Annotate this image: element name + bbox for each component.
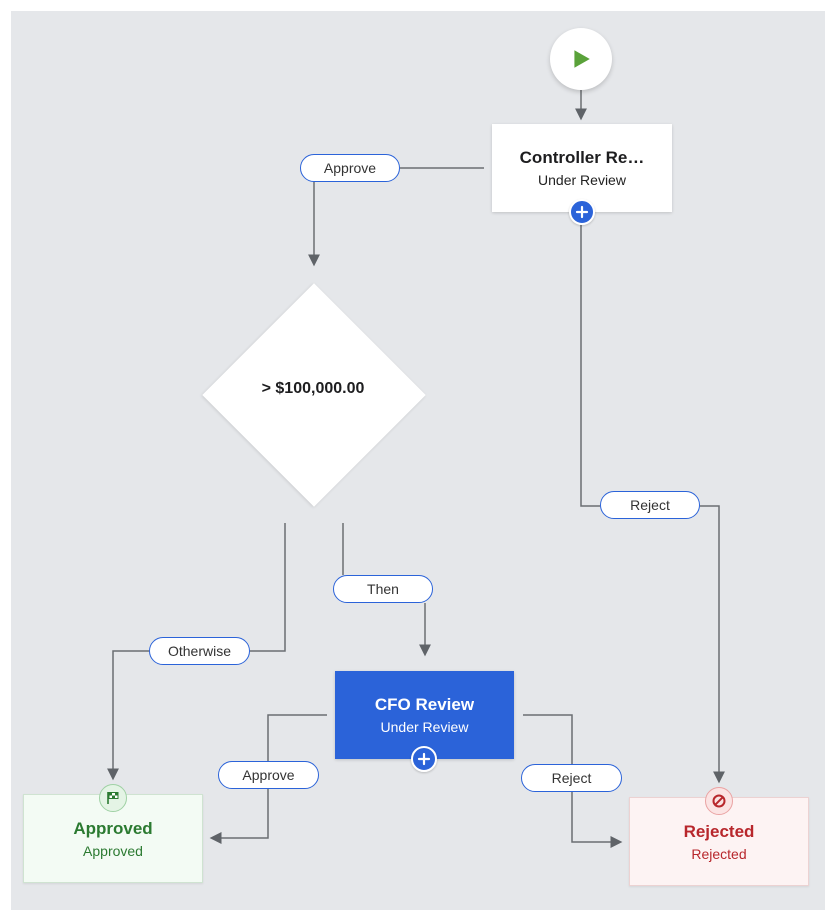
edge-label-cfo-reject[interactable]: Reject <box>521 764 622 792</box>
approved-badge <box>99 784 127 812</box>
step-title: CFO Review <box>374 695 475 714</box>
add-step-button[interactable] <box>411 746 437 772</box>
end-status: Rejected <box>691 845 747 862</box>
connector-controller-reject <box>580 225 600 507</box>
edge-label-decision-then[interactable]: Then <box>333 575 433 603</box>
edge-label-decision-otherwise[interactable]: Otherwise <box>149 637 250 665</box>
connector-reject-to-rejected <box>700 505 725 784</box>
connector-cfo-approve <box>267 714 327 761</box>
finish-flag-icon <box>107 792 119 804</box>
connector-approve-to-approved <box>209 789 269 844</box>
connector-otherwise-to-approved <box>107 650 149 781</box>
cfo-review-step[interactable]: CFO Review Under Review <box>335 671 514 759</box>
step-title: Controller Re… <box>519 148 645 167</box>
start-node[interactable] <box>550 28 612 90</box>
play-icon <box>574 50 590 68</box>
end-title: Approved <box>73 818 153 838</box>
connector-reject-to-rejected-2 <box>571 792 623 848</box>
connector-decision-otherwise <box>250 523 286 652</box>
plus-icon <box>417 752 431 766</box>
controller-review-step[interactable]: Controller Re… Under Review <box>492 124 672 212</box>
step-status: Under Review <box>380 719 469 735</box>
end-title: Rejected <box>683 821 755 841</box>
edge-label-controller-approve[interactable]: Approve <box>300 154 400 182</box>
edge-label-cfo-approve[interactable]: Approve <box>218 761 319 789</box>
add-step-button[interactable] <box>569 199 595 225</box>
rejected-badge <box>705 787 733 815</box>
edge-label-controller-reject[interactable]: Reject <box>600 491 700 519</box>
end-status: Approved <box>83 842 143 859</box>
decision-condition: > $100,000.00 <box>261 380 365 397</box>
prohibited-icon <box>712 794 726 808</box>
step-status: Under Review <box>538 172 626 188</box>
connector-cfo-reject <box>523 714 573 764</box>
plus-icon <box>575 205 589 219</box>
